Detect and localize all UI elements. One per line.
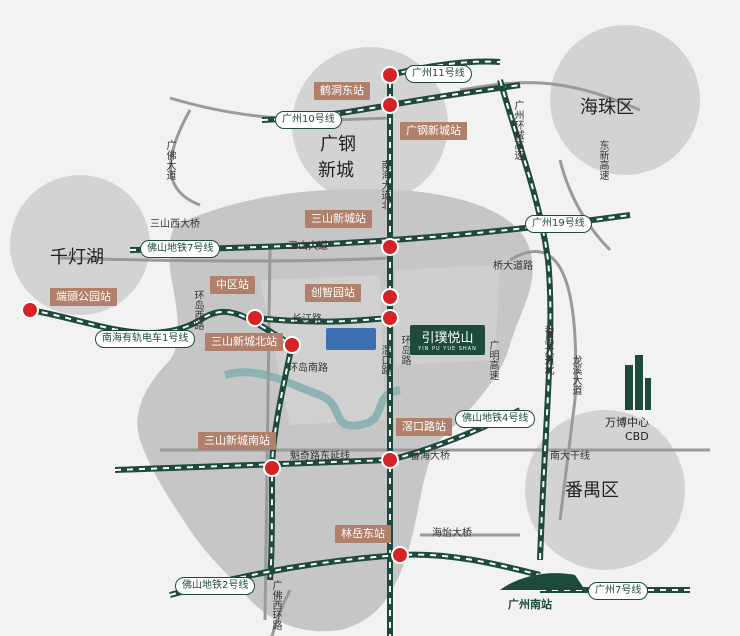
station-label-sanshanchengnan: 三山新城南站: [198, 432, 276, 450]
road-sanshandadao: 三山大道: [288, 241, 328, 252]
wanbo-tower-icon: [625, 355, 651, 410]
district-guanggang-1: 广钢: [320, 134, 356, 155]
line-label-fs7: 佛山地铁7号线: [140, 240, 221, 258]
road-dongxinggaosu: 东新高速: [597, 140, 608, 180]
station-label-linyuedong: 林岳东站: [335, 525, 391, 543]
project-logo: 引璞悦山 YIN PU YUE SHAN: [410, 325, 485, 355]
station-label-guanggangxincheng: 广钢新城站: [400, 122, 467, 140]
road-guangfudadao: 广佛大道: [164, 140, 175, 180]
station-markers: [21, 66, 409, 564]
line-label-gz7: 广州7号线: [588, 582, 649, 600]
station-label-chuangzhiyuan: 创智园站: [305, 284, 361, 302]
district-circle-haizhu: [550, 25, 700, 175]
train-icon: [500, 573, 585, 590]
wanbo-name: 万博中心: [605, 416, 649, 429]
project-marker: [326, 328, 376, 350]
station-label-duantou: 端頭公园站: [50, 288, 117, 306]
road-binjianglu: 桥大道路: [493, 261, 533, 272]
road-chuanzhoulu: 番禺大道北: [542, 325, 553, 375]
line-label-gz11: 广州11号线: [405, 65, 472, 83]
river: [223, 368, 401, 430]
wanbo-cbd: CBD: [625, 430, 649, 443]
station-label-sanshanxincheng: 三山新城站: [305, 210, 372, 228]
road-guangmingwest: 广明高速: [487, 340, 498, 380]
road-guangzhouhuanchenggaosu: 广州环城高速: [512, 100, 523, 160]
line-label-fs4: 佛山地铁4号线: [455, 410, 536, 428]
road-haiyidaqiao: 海怡大桥: [432, 528, 472, 539]
station-label-hechongdong: 鹤洞东站: [314, 82, 370, 100]
district-qiandenghu: 千灯湖: [50, 247, 104, 268]
road-huanzhoulu: 环岛路: [399, 335, 410, 365]
road-nandaganxian: 南大干线: [550, 451, 590, 462]
line-label-fs2: 佛山地铁2号线: [175, 577, 256, 595]
district-haizhu: 海珠区: [580, 97, 634, 118]
station-label-jiaokou: 滘口路站: [396, 418, 452, 436]
station-label-zhongqu: 中区站: [210, 276, 255, 294]
project-sub: YIN PU YUE SHAN: [418, 346, 477, 352]
road-changjianglu: 长江路: [292, 314, 322, 325]
district-panyu: 番禺区: [565, 480, 619, 501]
road-nanqiaoxilu: 南海大道北: [379, 160, 390, 210]
road-longxilu: 龙溪大道: [570, 355, 581, 395]
road-jiaokoulu: 滘口路: [379, 345, 390, 375]
line-label-gz19: 广州19号线: [525, 215, 592, 233]
road-huandaoxilu: 环岛西路: [192, 290, 203, 330]
road-guangfuxi: 广佛西环路: [270, 580, 281, 630]
project-name: 引璞悦山: [421, 331, 474, 346]
station-label-sanshanchengbei: 三山新城北站: [205, 333, 283, 351]
district-circle-qiandenghu: [10, 175, 150, 315]
line-label-nanhai1: 南海有轨电车1号线: [95, 330, 196, 348]
road-sanshanxidaqiao: 三山西大桥: [150, 219, 200, 230]
district-guanggang-2: 新城: [318, 160, 354, 181]
station-label-guangzhounan: 广州南站: [508, 598, 552, 611]
road-huandaonanlu: 环岛南路: [288, 363, 328, 374]
line-label-gz10: 广州10号线: [275, 111, 342, 129]
road-panzhoudaqiao: 番海大桥: [410, 451, 450, 462]
road-kuiqilu: 魁奇路东延线: [290, 451, 350, 462]
